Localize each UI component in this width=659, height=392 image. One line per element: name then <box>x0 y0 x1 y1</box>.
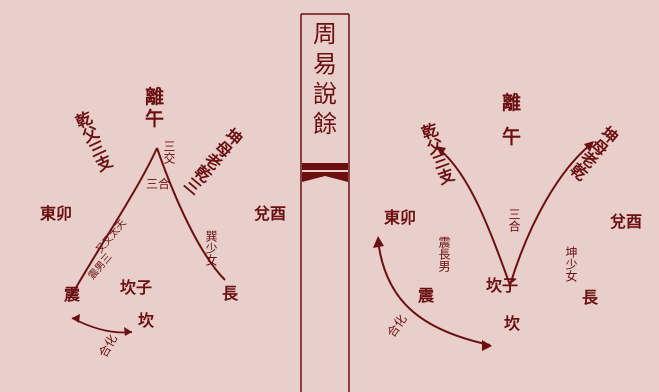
right-bottom-right-label: 長 <box>582 288 599 307</box>
right-center-label: 三合 <box>507 208 521 232</box>
left-middle-label: 東卯 <box>40 204 73 223</box>
left-top-right-small: 三交 <box>162 140 176 164</box>
right-bottom-left-label: 震 <box>418 286 435 305</box>
right-left-middle-label: 東卯 <box>384 208 417 227</box>
left-bottom-far-right-label: 長 <box>222 284 239 303</box>
left-arrowtail-icon <box>72 314 80 323</box>
left-bottom-center-label: 坎子 <box>120 278 153 297</box>
right-arm-left-arrowhead-icon <box>436 146 446 156</box>
left-top-label-wu: 午 <box>145 108 165 130</box>
right-mid-right-text: 坤少女 <box>564 246 578 282</box>
spine-title-char: 周 <box>313 20 337 48</box>
spine-fishtail-icon <box>302 172 348 182</box>
right-arm-right-line <box>509 144 591 286</box>
left-center-label: 三合 <box>146 177 171 191</box>
right-bottom-arc-line <box>377 239 491 346</box>
right-arm-right-arrowhead-icon <box>584 141 594 152</box>
spine-title-char: 說 <box>313 80 337 108</box>
spine-title-char: 易 <box>313 50 337 78</box>
left-arm-right-line <box>156 147 226 281</box>
spine-title-char: 餘 <box>313 110 337 138</box>
right-top-label-wu: 午 <box>502 126 522 148</box>
right-middle-label: 兌酉 <box>254 204 287 223</box>
spine-ornament-bar <box>302 163 348 170</box>
right-mid-left-text: 震長男 <box>437 236 451 272</box>
left-bottom-left-label: 震 <box>64 285 81 304</box>
right-arc-bottom-arrowhead-icon <box>482 340 492 351</box>
right-arc-top-arrowhead-icon <box>373 236 384 248</box>
right-top-label-li: 離 <box>502 92 522 114</box>
right-bottom-center-label: 坎子 <box>486 276 519 295</box>
left-top-label-li: 離 <box>145 86 165 108</box>
right-right-middle-label: 兌酉 <box>610 212 643 231</box>
left-arrowhead-icon <box>124 327 132 336</box>
right-arm-left-line <box>439 149 511 286</box>
left-bottom-right-label: 巽少女 <box>204 230 218 266</box>
left-bottom-arrow-line <box>71 317 133 334</box>
spine-title: 周 易 說 餘 <box>304 20 346 138</box>
right-bottom-center-label-2: 坎 <box>504 314 521 333</box>
left-arm-left-line <box>69 147 158 299</box>
left-bottom-center-label-2: 坎 <box>138 311 155 330</box>
